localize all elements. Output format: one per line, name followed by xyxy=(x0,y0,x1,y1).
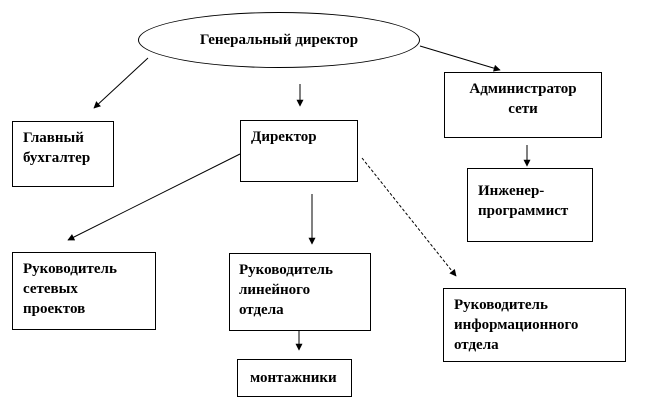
node-chief-accountant: Главный бухгалтер xyxy=(12,121,114,187)
arrow-gd-to-admin xyxy=(419,45,501,72)
node-line-department-head-line-1: Руководитель xyxy=(239,262,333,278)
node-chief-accountant-line-2: бухгалтер xyxy=(23,150,91,166)
node-info-department-head-line-2: информационного xyxy=(454,317,579,333)
node-director-label: Директор xyxy=(251,129,317,145)
arrow-gd-to-accountant xyxy=(93,57,149,109)
node-info-department-head-line-1: Руководитель xyxy=(454,297,548,313)
node-network-admin-line-2: сети xyxy=(508,101,538,117)
node-network-projects-head-line-2: сетевых xyxy=(23,281,78,297)
node-general-director-label: Генеральный директор xyxy=(199,32,359,48)
node-network-projects-head: Руководитель сетевых проектов xyxy=(12,252,156,330)
node-info-department-head: Руководитель информационного отдела xyxy=(443,288,626,362)
node-line-department-head-line-3: отдела xyxy=(239,302,284,318)
node-engineer-programmer-line-1: Инженер- xyxy=(478,183,545,199)
node-line-department-head-line-2: линейного xyxy=(239,282,311,298)
node-installers-label: монтажники xyxy=(250,370,337,386)
node-network-projects-head-line-1: Руководитель xyxy=(23,261,117,277)
node-line-department-head: Руководитель линейного отдела xyxy=(229,253,371,331)
node-chief-accountant-line-1: Главный xyxy=(23,130,84,146)
node-engineer-programmer-line-2: программист xyxy=(478,203,569,219)
node-engineer-programmer: Инженер- программист xyxy=(467,168,593,242)
node-network-admin-line-1: Администратор xyxy=(469,81,577,97)
node-network-projects-head-line-3: проектов xyxy=(23,301,86,317)
node-installers: монтажники xyxy=(237,359,352,397)
node-director: Директор xyxy=(240,120,358,182)
node-info-department-head-line-3: отдела xyxy=(454,337,499,353)
node-general-director: Генеральный директор xyxy=(138,12,420,68)
arrow-director-to-info-dept xyxy=(361,157,457,277)
arrow-director-to-network-projects xyxy=(67,153,241,241)
node-network-admin: Администратор сети xyxy=(444,72,602,138)
